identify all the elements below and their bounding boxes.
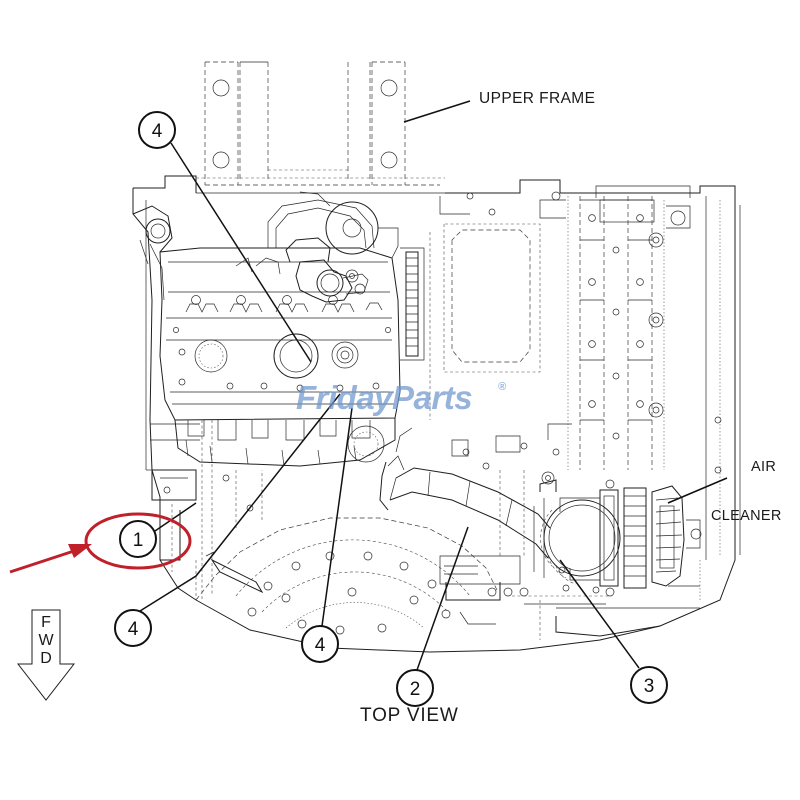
callout-4-center[interactable]: 4 (301, 625, 339, 663)
radiator-core (400, 232, 431, 420)
red-highlight-annotation (9, 512, 192, 574)
fwd-letter-f: F (41, 614, 51, 631)
red-pointer-arrow-head (68, 544, 92, 558)
callout-3[interactable]: 3 (630, 666, 668, 704)
callout-leader-lines (139, 142, 640, 671)
misc-hardware (439, 192, 572, 470)
forward-arrow-letters: F W D (18, 608, 74, 700)
upper-frame-structure (196, 61, 445, 194)
callout-4-top[interactable]: 4 (138, 111, 176, 149)
label-air-cleaner-line1: AIR (751, 459, 777, 476)
red-highlight-ellipse (84, 512, 192, 570)
label-air-cleaner-line2: CLEANER (711, 507, 782, 524)
air-cleaner-assembly (533, 471, 702, 597)
fwd-letter-d: D (40, 650, 52, 667)
callout-4-center-number: 4 (315, 635, 326, 656)
engine-block (132, 191, 401, 467)
machine-body-outline (132, 175, 741, 653)
callout-bubbles: 4 1 4 4 2 3 (114, 111, 668, 707)
callout-1[interactable]: 1 (119, 520, 157, 558)
fwd-letter-w: W (38, 632, 54, 649)
label-upper-frame: UPPER FRAME (479, 90, 596, 107)
valve-bank-lower (439, 470, 610, 625)
callout-4-top-number: 4 (152, 121, 163, 142)
forward-direction-arrow (16, 609, 76, 701)
machine-assembly-drawing (132, 61, 741, 653)
callout-2-number: 2 (410, 679, 421, 700)
callout-2[interactable]: 2 (396, 669, 434, 707)
right-frame-rails (539, 185, 691, 470)
callout-1-number: 1 (133, 530, 144, 551)
right-lower-deck (539, 196, 722, 640)
red-pointer-arrow-shaft (9, 547, 81, 574)
intake-duct-hose (379, 427, 577, 585)
label-air-cleaner: AIR CLEANER (711, 443, 782, 557)
callout-3-number: 3 (644, 676, 655, 697)
label-top-view: TOP VIEW (360, 705, 459, 726)
swing-bearing-undercarriage (195, 470, 499, 635)
callout-4-left[interactable]: 4 (114, 609, 152, 647)
center-access-opening (443, 223, 541, 373)
text-leader-lines (403, 100, 728, 504)
callout-4-left-number: 4 (128, 619, 139, 640)
